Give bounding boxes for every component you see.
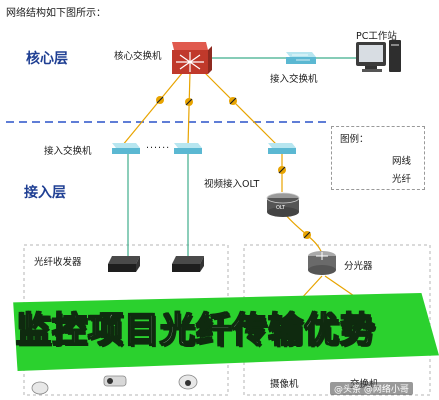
camera-label: 摄像机 (270, 379, 299, 390)
olt-icon (266, 192, 300, 217)
legend (331, 126, 425, 190)
pc-workstation-label: PC工作站 (356, 31, 397, 42)
fiber-transceiver-label: 光纤收发器 (34, 257, 82, 268)
fiber-core-to-left-switch (121, 65, 189, 147)
ellipsis-label: ······ (146, 143, 171, 154)
legend-title: 图例： (340, 134, 369, 145)
video-olt-label: 视频接入OLT (204, 179, 260, 190)
fiber-core-to-olt-switch (197, 65, 279, 147)
splitter-icon (308, 251, 336, 275)
access-switch-label: 接入交换机 (270, 74, 318, 85)
fiber-marker (303, 231, 311, 239)
access-switch-icon (112, 143, 140, 154)
legend-wire-label: 网线 (392, 156, 412, 167)
banner-title: 监控项目光纤传输优势 (15, 310, 377, 352)
access-layer-label: 接入层 (24, 185, 66, 201)
pc-workstation-icon (356, 40, 401, 72)
access-switch-icon (268, 143, 296, 154)
fiber-core-to-mid-switch (187, 71, 191, 147)
core-switch-label: 核心交换机 (114, 51, 162, 62)
splitter-label: 分光器 (344, 261, 373, 272)
fiber-marker (278, 166, 286, 174)
access-switch-icon (286, 52, 316, 64)
fiber-marker (229, 97, 237, 105)
access-switch-label: 接入交换机 (44, 146, 92, 157)
fiber-marker (156, 96, 164, 104)
dome-camera-icon (31, 381, 49, 395)
dome-camera-icon (178, 374, 198, 390)
watermark: @头条 @网络小哥 (330, 382, 413, 395)
olt-badge: OLT (276, 205, 286, 211)
diagram-title: 网络结构如下图所示： (6, 8, 106, 19)
core-layer-label: 核心层 (26, 51, 68, 67)
bullet-camera-icon (103, 375, 127, 387)
fiber-marker (185, 98, 193, 106)
fiber-transceiver-icon (108, 256, 140, 272)
access-switch-icon (174, 143, 202, 154)
legend-fiber-label: 光纤 (392, 174, 412, 185)
fiber-transceiver-icon (172, 256, 204, 272)
core-switch-icon (172, 42, 212, 74)
title-banner (13, 293, 439, 371)
